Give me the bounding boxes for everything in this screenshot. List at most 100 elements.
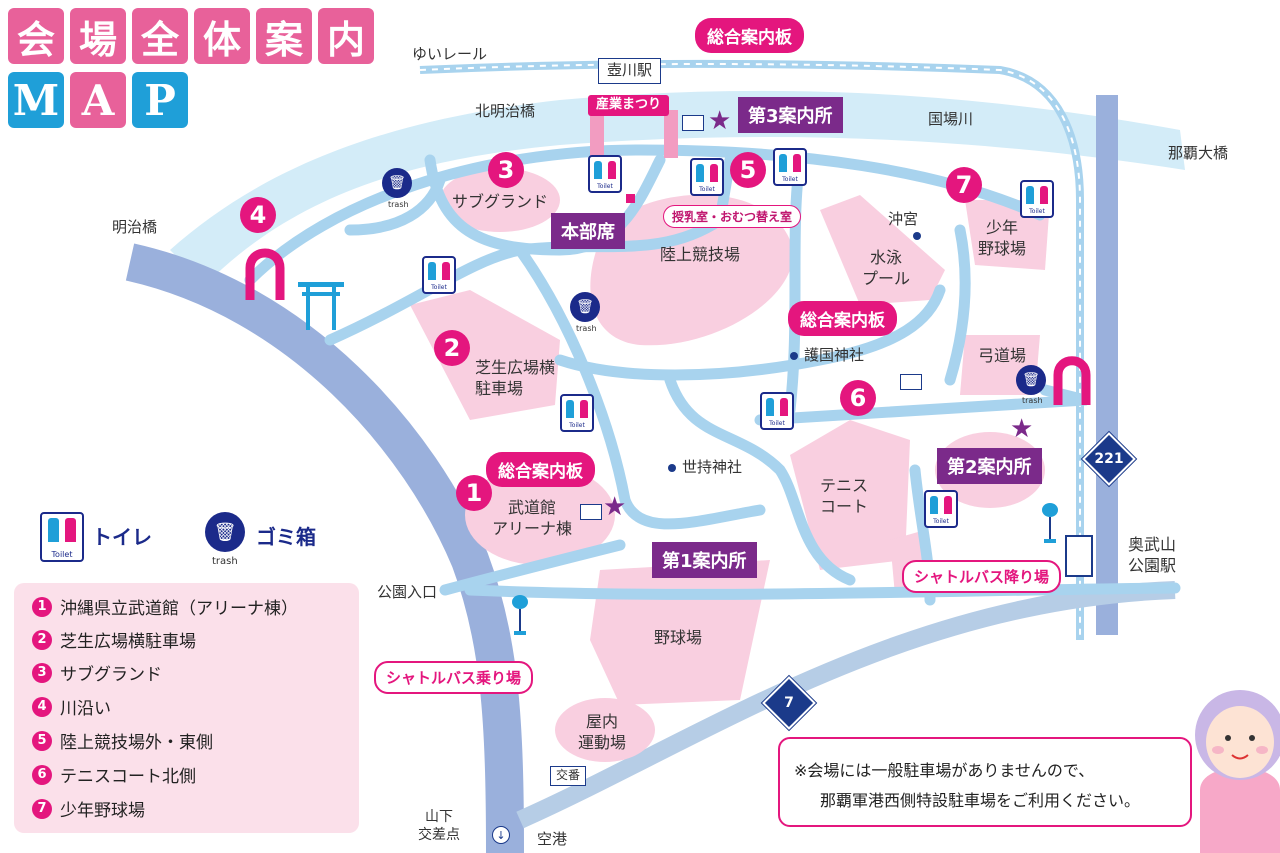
title-char-2: 場: [70, 8, 126, 64]
title-sub-a: A: [70, 72, 126, 128]
route-7-label: 7: [784, 695, 794, 711]
meiji-bridge-label: 明治橋: [112, 218, 158, 236]
bus-drop-label: シャトルバス降り場: [902, 560, 1062, 593]
trash-icon: 🗑: [382, 168, 412, 198]
mascot-illustration: [1195, 690, 1280, 853]
legend-trash-label: ゴミ箱: [256, 525, 316, 549]
area-number-2: 2: [434, 330, 470, 366]
nursing-room-label: 授乳室・おむつ替え室: [663, 205, 802, 228]
area-shibafu: [410, 290, 560, 420]
area-sub-ground: [440, 168, 560, 232]
legend-trash-icon: 🗑: [205, 512, 245, 552]
trash-label: trash: [576, 324, 597, 333]
toilet-icon: Toilet: [560, 394, 594, 432]
toilet-icon: Toilet: [760, 392, 794, 430]
title-sub-p: P: [132, 72, 188, 128]
info-board-mid-sign: [900, 374, 922, 390]
airport-label: 空港: [537, 830, 568, 848]
sangyo-matsuri-label: 産業まつり: [588, 95, 670, 116]
info-board-top: 総合案内板: [695, 18, 804, 53]
area-indoor: [555, 698, 655, 762]
toilet-icon: Toilet: [422, 256, 456, 294]
info-center-3-star: ★: [708, 106, 732, 136]
indoor-gym-label: 屋内 運動場: [578, 712, 627, 752]
bus-stop-drop-icon: [1042, 503, 1058, 543]
sejimochi-text: 世持神社: [682, 458, 743, 476]
area-pool: [820, 195, 945, 305]
route-221-label: 221: [1094, 451, 1124, 467]
river: [170, 90, 1185, 285]
title-sub-m: M: [8, 72, 64, 128]
area-number-6: 6: [840, 380, 876, 416]
ounoyama-station-label: 奥武山 公園駅: [1128, 535, 1177, 575]
toilet-icon: Toilet: [1020, 180, 1054, 218]
sub-ground-label: サブグランド: [452, 192, 549, 211]
info-board-mid: 総合案内板: [788, 301, 897, 336]
honbuseki-label: 本部席: [551, 213, 625, 249]
trash-icon: 🗑: [570, 292, 600, 322]
parking-note: ※会場には一般駐車場がありませんので、 那覇軍港西側特設駐車場をご利用ください。: [778, 737, 1192, 827]
main-road-left: [125, 243, 524, 853]
koen-iriguchi-label: 公園入口: [377, 583, 438, 601]
road-7: [516, 581, 1176, 829]
kyudojo-label: 弓道場: [978, 346, 1027, 365]
area-number-7: 7: [946, 167, 982, 203]
area-number-4: 4: [240, 197, 276, 233]
toilet-icon: Toilet: [588, 155, 622, 193]
toilet-icon: Toilet: [773, 148, 807, 186]
baseball-label: 野球場: [654, 628, 703, 647]
sangyo-gate-left: [590, 110, 604, 158]
kitameiji-bridge-label: 北明治橋: [475, 102, 536, 120]
down-arrow-icon: ↓: [492, 826, 510, 844]
youth-baseball-label: 少年 野球場: [978, 218, 1027, 258]
bus-board-label: シャトルバス乗り場: [374, 661, 534, 694]
koban-label: 交番: [550, 766, 587, 786]
stadium-label: 陸上競技場: [660, 245, 741, 264]
area-stadium: [590, 194, 793, 346]
title-char-6: 内: [318, 8, 374, 64]
area-number-5: 5: [730, 152, 766, 188]
area-number-3: 3: [488, 152, 524, 188]
arch-right: [1053, 356, 1091, 405]
okinogu-dot: [913, 232, 921, 240]
legend-box: [14, 583, 359, 833]
title-char-4: 体: [194, 8, 250, 64]
info-board-top-sign: [682, 115, 704, 131]
yui-rail-label: ゆいレール: [412, 45, 488, 63]
info-board-left: 総合案内板: [486, 452, 595, 487]
naha-bridge-label: 那覇大橋: [1168, 144, 1229, 162]
info-center-3: 第3案内所: [738, 97, 843, 133]
tsuboagawa-station: 壺川駅: [598, 58, 662, 84]
okinogu-label: 沖宮: [888, 210, 919, 228]
gokoku-dot: [790, 351, 798, 360]
title-char-1: 会: [8, 8, 64, 64]
trash-label: trash: [1022, 396, 1043, 405]
toilet-icon: Toilet: [924, 490, 958, 528]
sejimochi-shrine-label: 世持神社: [668, 458, 742, 478]
parking-note-line2: 那覇軍港西側特設駐車場をご利用ください。: [820, 791, 1141, 810]
budokan-label: 武道館 アリーナ棟: [492, 498, 573, 538]
sejimochi-dot: [668, 463, 676, 472]
toilet-icon: Toilet: [690, 158, 724, 196]
gokoku-shrine-label: 護国神社: [790, 346, 864, 366]
parking-note-line1: ※会場には一般駐車場がありませんので、: [794, 761, 1095, 780]
area-number-1: 1: [456, 475, 492, 511]
area-tennis: [790, 420, 910, 570]
legend-trash-caption: trash: [212, 556, 238, 567]
info-center-2: 第2案内所: [937, 448, 1042, 484]
info-center-1: 第1案内所: [652, 542, 757, 578]
info-board-left-sign: [580, 504, 602, 520]
shibafu-parking-label: 芝生広場横 駐車場: [475, 358, 556, 398]
ounoyama-station-marker: [1065, 535, 1093, 577]
arch-left: [245, 248, 285, 300]
info-center-2-star: ★: [1010, 414, 1034, 444]
legend-toilet-label: トイレ: [92, 525, 152, 549]
legend-toilet-icon: Toilet: [40, 512, 84, 562]
